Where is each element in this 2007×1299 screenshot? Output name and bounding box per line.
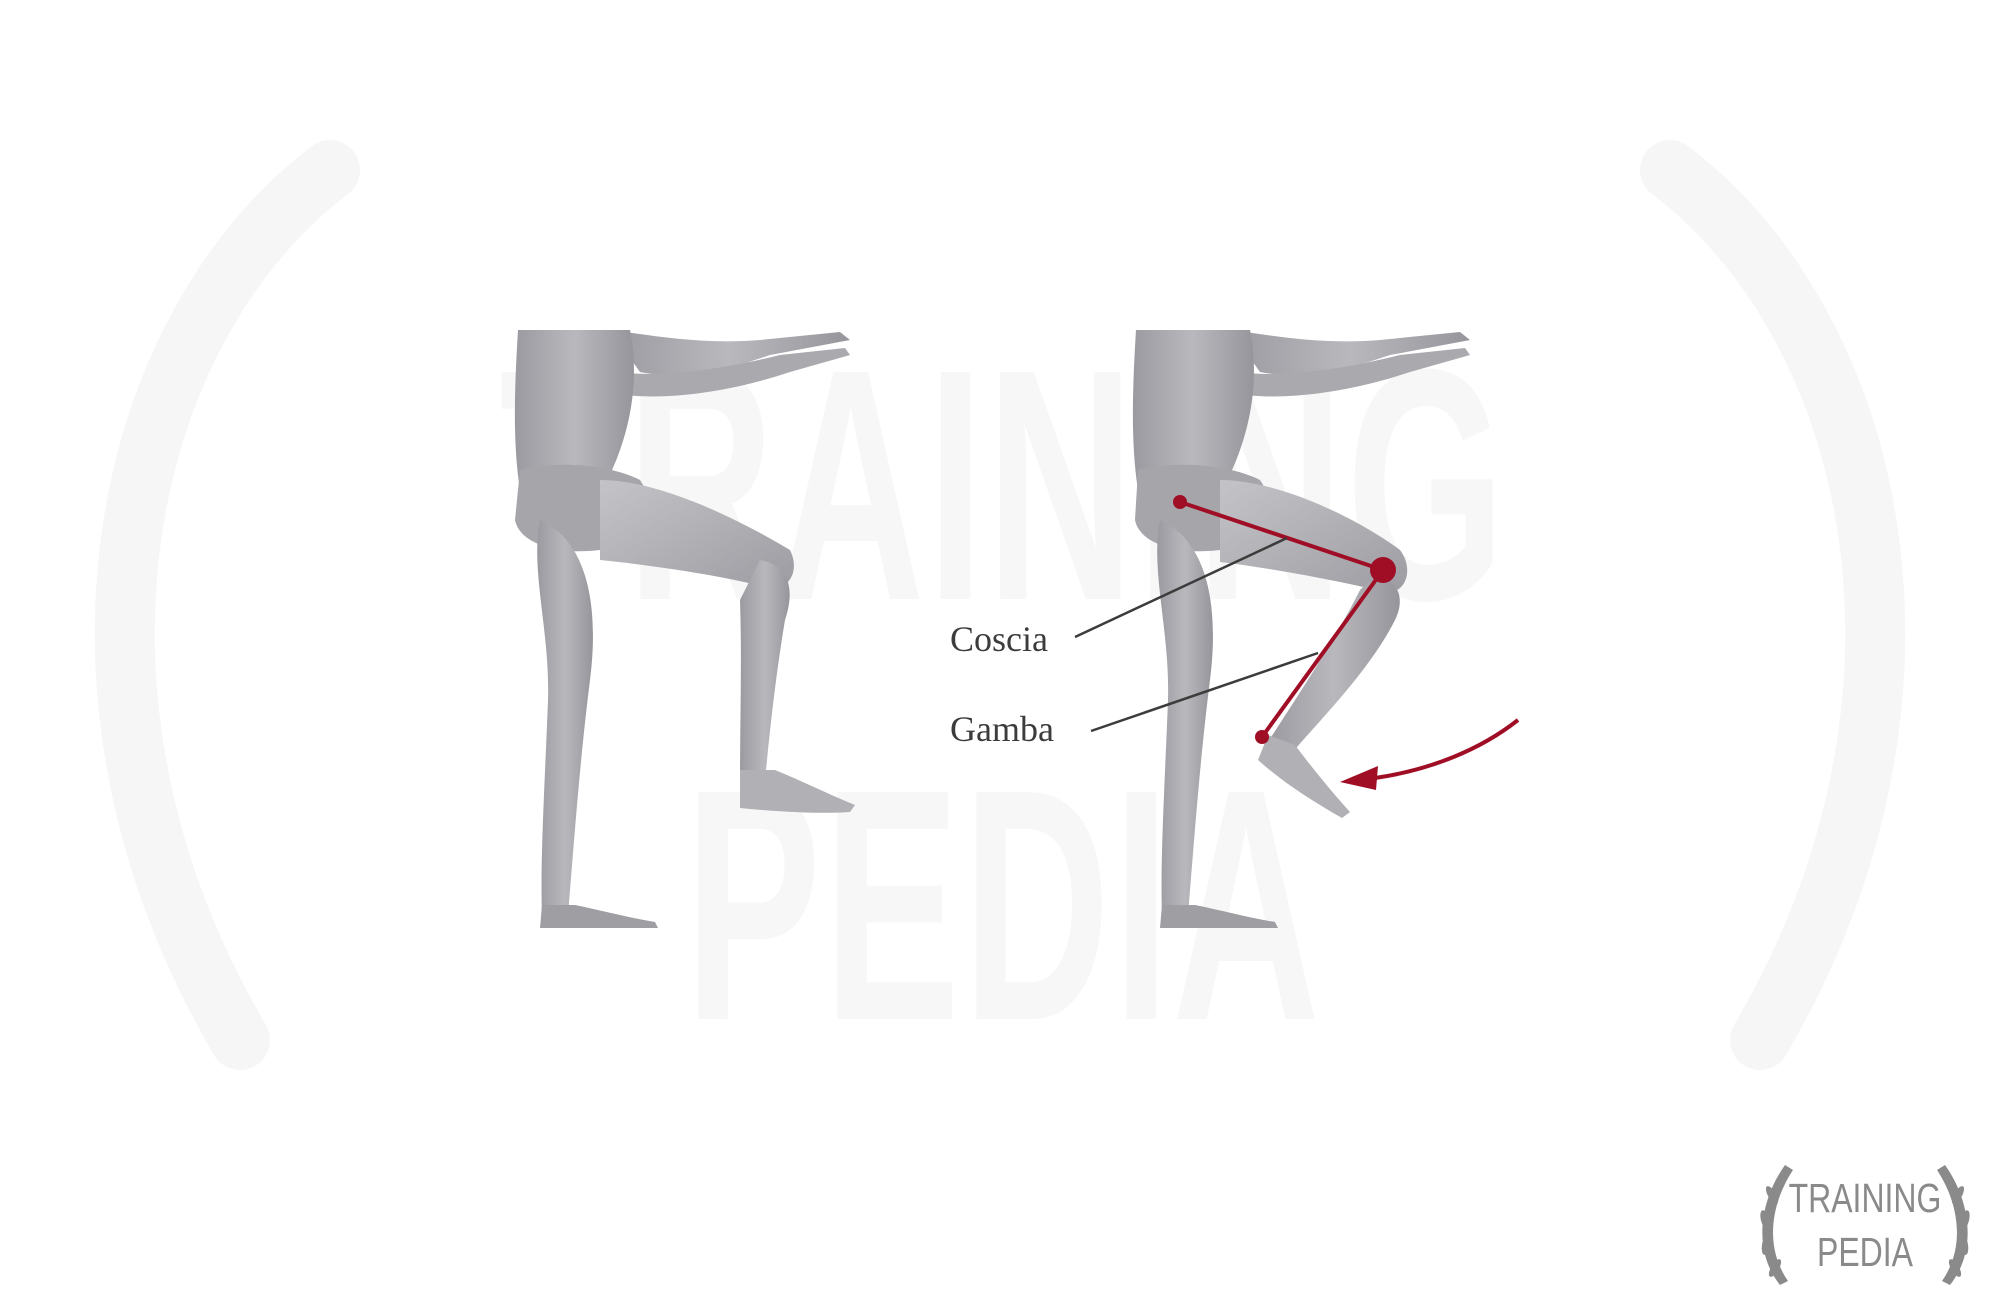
figure-right bbox=[1132, 330, 1470, 928]
segment-overlay bbox=[1173, 495, 1396, 744]
curved-arrow-icon bbox=[1340, 718, 1520, 790]
thigh-label: Coscia bbox=[950, 619, 1048, 659]
leg-leader-line bbox=[1090, 651, 1319, 733]
hip-joint-dot bbox=[1173, 495, 1187, 509]
leg-label: Gamba bbox=[950, 709, 1054, 749]
leg-segment-line bbox=[1260, 568, 1385, 739]
background-laurel bbox=[94, 140, 1906, 1070]
laurel-wreath-icon bbox=[1760, 1165, 1970, 1285]
knee-joint-dot bbox=[1370, 557, 1396, 583]
leader-lines bbox=[1074, 536, 1319, 733]
ankle-joint-dot bbox=[1255, 730, 1269, 744]
logo-text-line-1: TRAINING bbox=[1788, 1175, 1942, 1221]
thigh-leader-line bbox=[1074, 536, 1288, 639]
figure-left bbox=[514, 330, 855, 928]
logo-text-line-2: PEDIA bbox=[1817, 1229, 1913, 1275]
thigh-segment-line bbox=[1179, 500, 1384, 572]
